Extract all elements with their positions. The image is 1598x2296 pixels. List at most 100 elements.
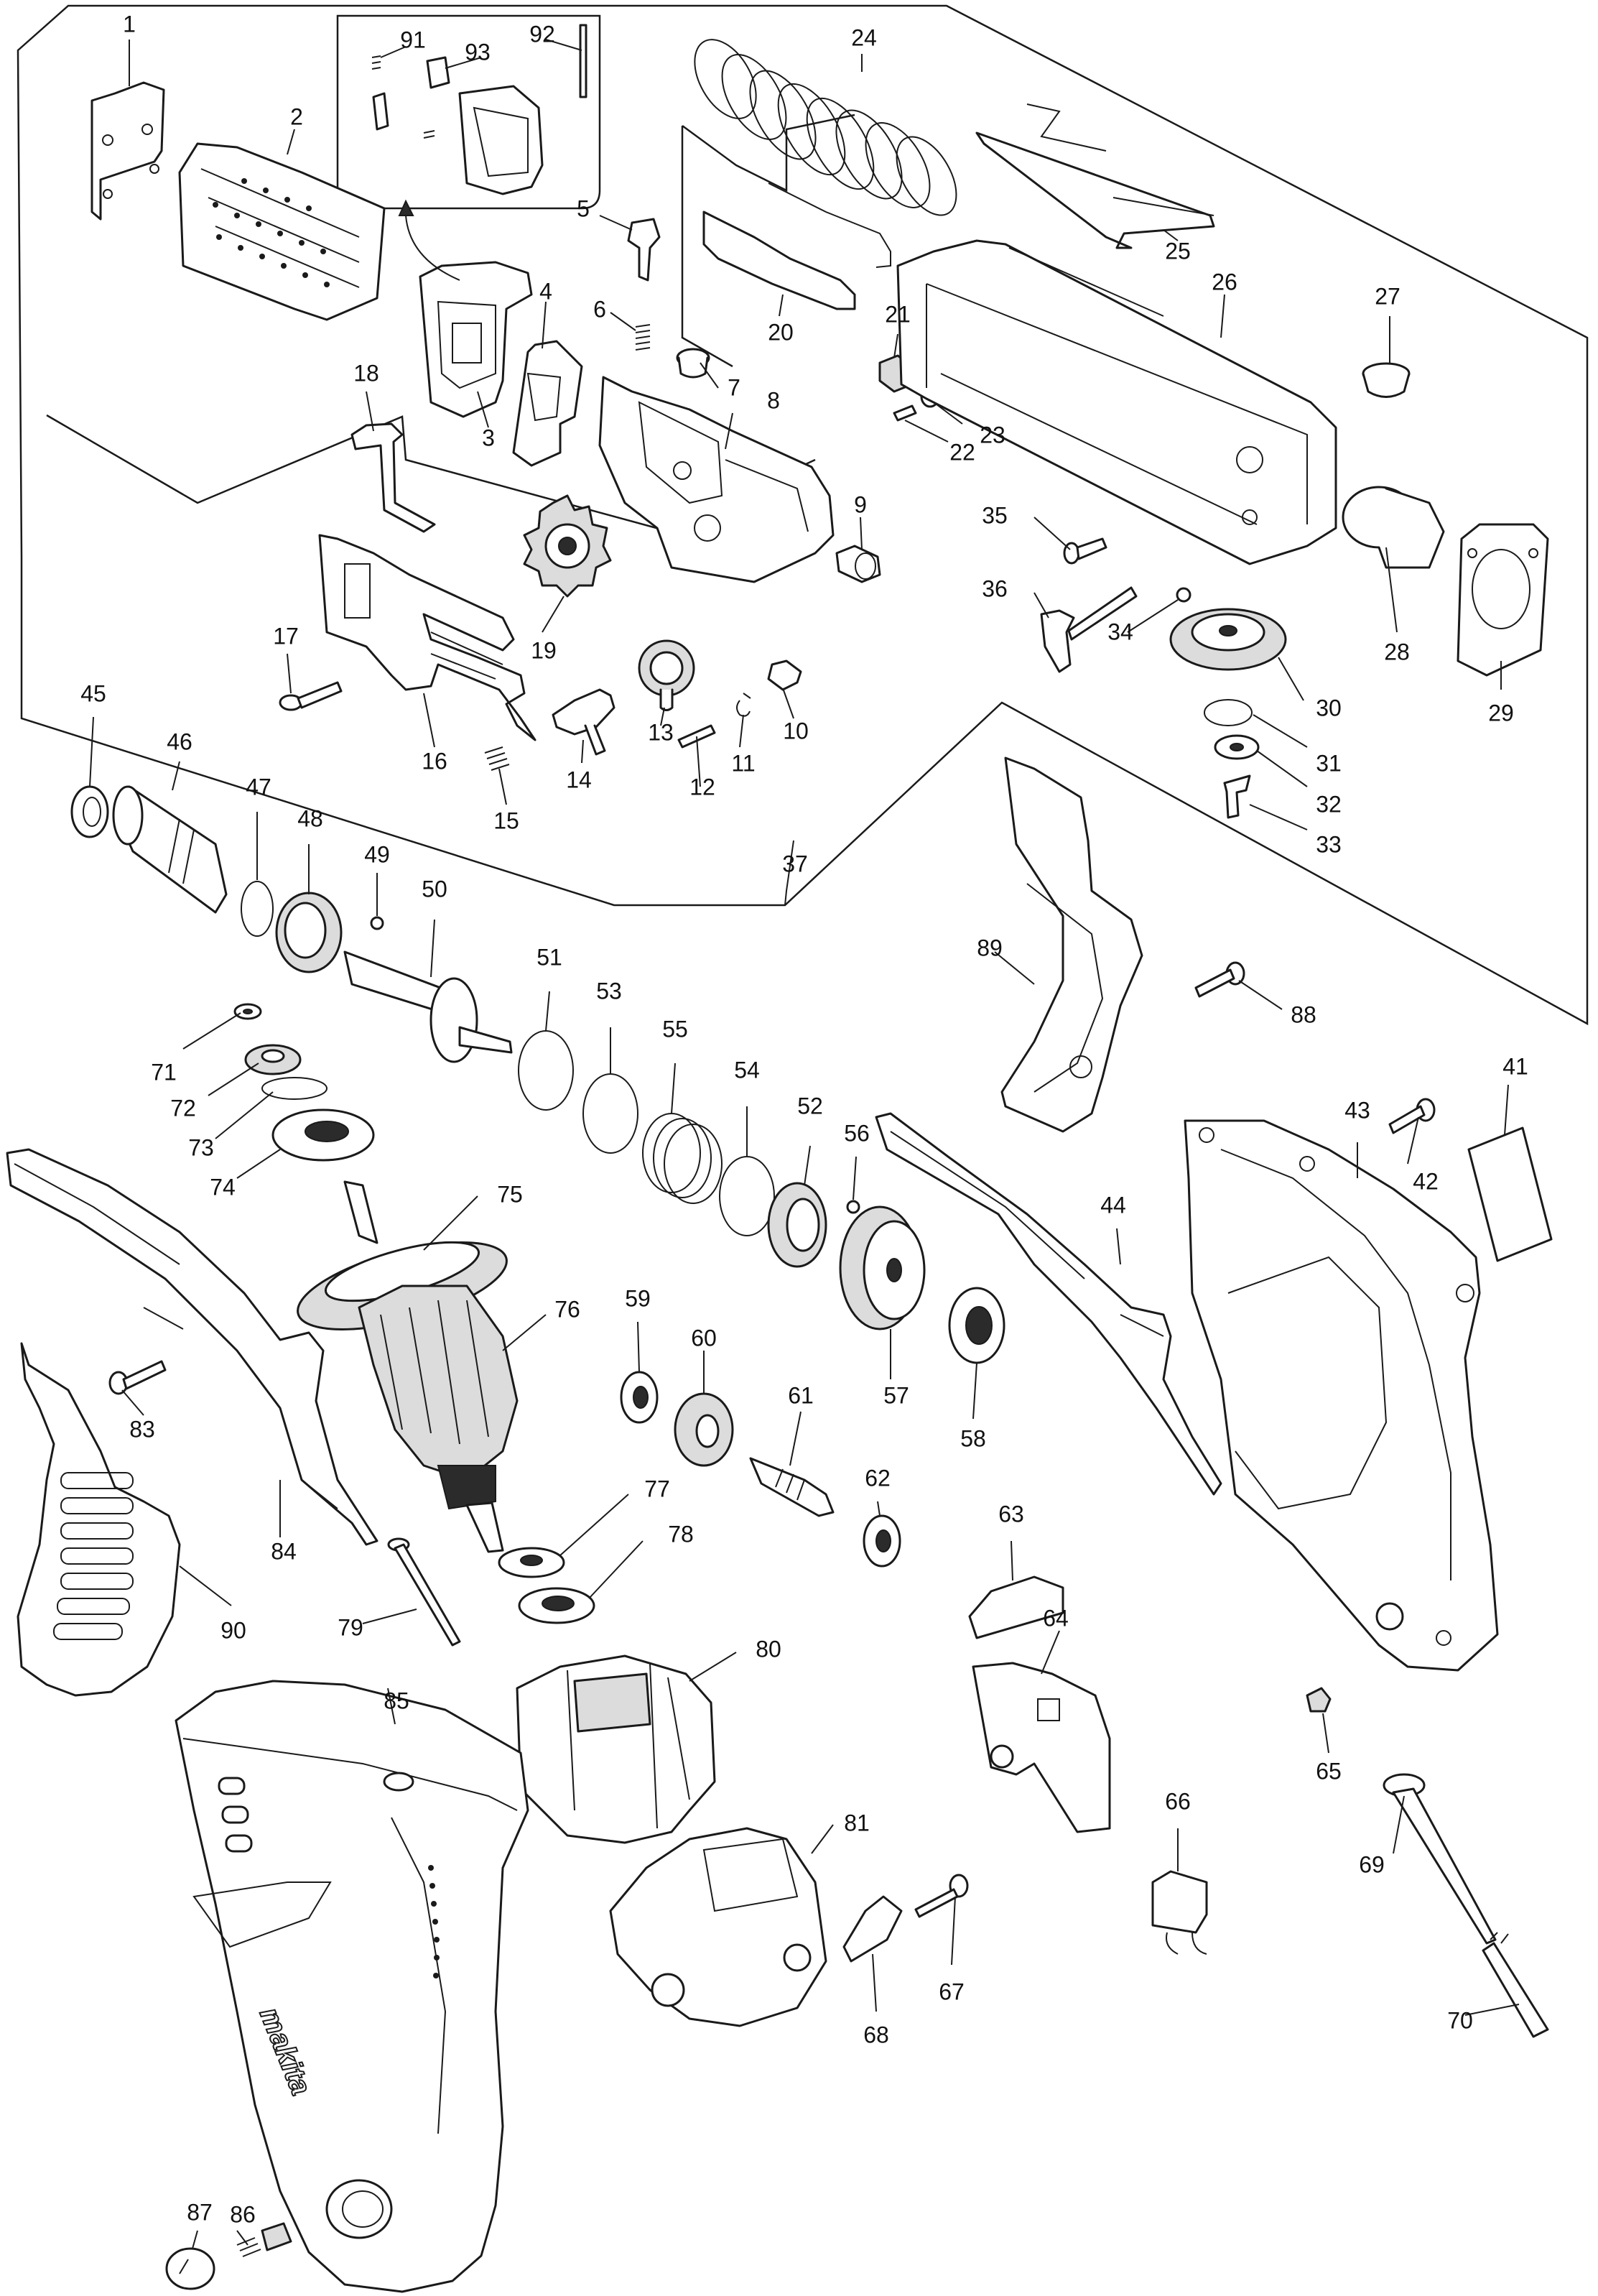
label-p14: 14 [566, 767, 592, 792]
label-p47: 47 [246, 774, 271, 800]
part-27-knob [1362, 362, 1411, 398]
label-p50: 50 [422, 876, 447, 902]
part-24-coil-spring [694, 39, 957, 216]
part-8-gear-case [598, 376, 835, 583]
part-59-bearing [620, 1371, 659, 1424]
label-p71: 71 [151, 1059, 177, 1085]
part-46-sleeve [112, 785, 228, 914]
part-49-ball [370, 916, 384, 930]
part-1-bracket-plate [90, 81, 165, 221]
label-p10: 10 [783, 718, 809, 744]
part-11-clip [736, 693, 751, 717]
part-34-ball [1176, 587, 1191, 603]
label-p15: 15 [493, 807, 519, 833]
label-p30: 30 [1316, 695, 1342, 721]
label-p20: 20 [768, 319, 794, 345]
part-26-magazine [896, 239, 1337, 565]
label-p29: 29 [1488, 700, 1514, 726]
label-p58: 58 [960, 1425, 986, 1451]
part-69-cord-guard [1383, 1773, 1497, 1945]
part-67-screw [914, 1874, 969, 1918]
part-31-o-ring [1204, 699, 1253, 726]
label-p72: 72 [170, 1095, 196, 1121]
label-p61: 61 [788, 1382, 814, 1408]
inset-parts-91-93 [371, 24, 587, 195]
label-p51: 51 [536, 944, 562, 970]
label-p78: 78 [668, 1521, 694, 1547]
label-p44: 44 [1100, 1192, 1126, 1218]
label-p89: 89 [977, 935, 1003, 960]
label-p18: 18 [353, 360, 379, 386]
part-80-field [516, 1654, 716, 1844]
inset-arrow [405, 215, 460, 281]
part-86-brush [236, 2222, 292, 2257]
part-61-pinion [749, 1457, 835, 1517]
part-20-band [702, 182, 891, 310]
label-p85: 85 [384, 1688, 409, 1713]
part-52-cam [767, 1182, 827, 1268]
label-p48: 48 [297, 805, 323, 831]
label-p79: 79 [338, 1614, 363, 1640]
label-p16: 16 [422, 748, 447, 774]
label-p8: 8 [767, 387, 780, 413]
label-p23: 23 [980, 422, 1005, 448]
part-33-screw [1223, 774, 1251, 819]
part-63-lever [968, 1575, 1064, 1639]
part-57-gear [839, 1205, 926, 1330]
part-29-end-cap [1457, 523, 1549, 677]
part-19-sprocket [523, 494, 612, 598]
part-55-spring [642, 1113, 723, 1204]
label-p52: 52 [797, 1093, 823, 1119]
label-p9: 9 [854, 491, 867, 517]
label-p92: 92 [529, 21, 555, 47]
part-18-plate-spring [350, 422, 436, 533]
part-4-sheet-plate [512, 340, 583, 467]
part-54-ring [719, 1156, 775, 1236]
label-p25: 25 [1165, 238, 1191, 264]
part-7-cap [676, 348, 710, 379]
part-3-stopper-slide [419, 261, 533, 418]
part-17-screw [279, 681, 343, 711]
label-p66: 66 [1165, 1788, 1191, 1814]
part-60-gear [674, 1392, 734, 1467]
part-68-clamp [842, 1895, 903, 1963]
part-5-latch [627, 218, 661, 282]
part-15-spring [484, 746, 510, 771]
part-65-clip [1306, 1687, 1332, 1713]
part-79-long-screw [387, 1537, 461, 1647]
part-66-suppressor [1151, 1870, 1208, 1955]
label-p1: 1 [123, 11, 136, 37]
label-p83: 83 [129, 1416, 155, 1442]
part-70-cord [1482, 1932, 1549, 2038]
part-44-side-frame [875, 1112, 1222, 1496]
part-53-ring [582, 1073, 638, 1154]
label-p91: 91 [400, 27, 426, 52]
label-p75: 75 [497, 1181, 523, 1207]
label-p13: 13 [648, 719, 674, 745]
label-p6: 6 [593, 296, 606, 322]
part-89-grip-cover [1000, 756, 1143, 1133]
part-87-brush-cap [165, 2247, 215, 2290]
part-72-helical-gear [244, 1044, 302, 1075]
label-p70: 70 [1447, 2007, 1473, 2033]
label-p54: 54 [734, 1057, 760, 1083]
subassembly-outline-right [681, 114, 855, 368]
part-43-motor-housing [1184, 1119, 1499, 1672]
label-p84: 84 [271, 1538, 297, 1564]
label-p74: 74 [210, 1174, 236, 1200]
label-p76: 76 [554, 1296, 580, 1322]
label-p32: 32 [1316, 791, 1342, 817]
label-p56: 56 [844, 1120, 870, 1146]
part-9-bushing [835, 545, 881, 583]
label-p87: 87 [187, 2199, 213, 2225]
label-p73: 73 [188, 1134, 214, 1160]
part-16-feeder-body [318, 534, 536, 741]
part-85-housing: makita [175, 1680, 529, 2293]
label-p62: 62 [865, 1465, 891, 1491]
label-p88: 88 [1291, 1001, 1316, 1027]
label-p11: 11 [731, 750, 755, 776]
part-50-spindle [343, 950, 513, 1063]
label-p46: 46 [167, 728, 192, 754]
